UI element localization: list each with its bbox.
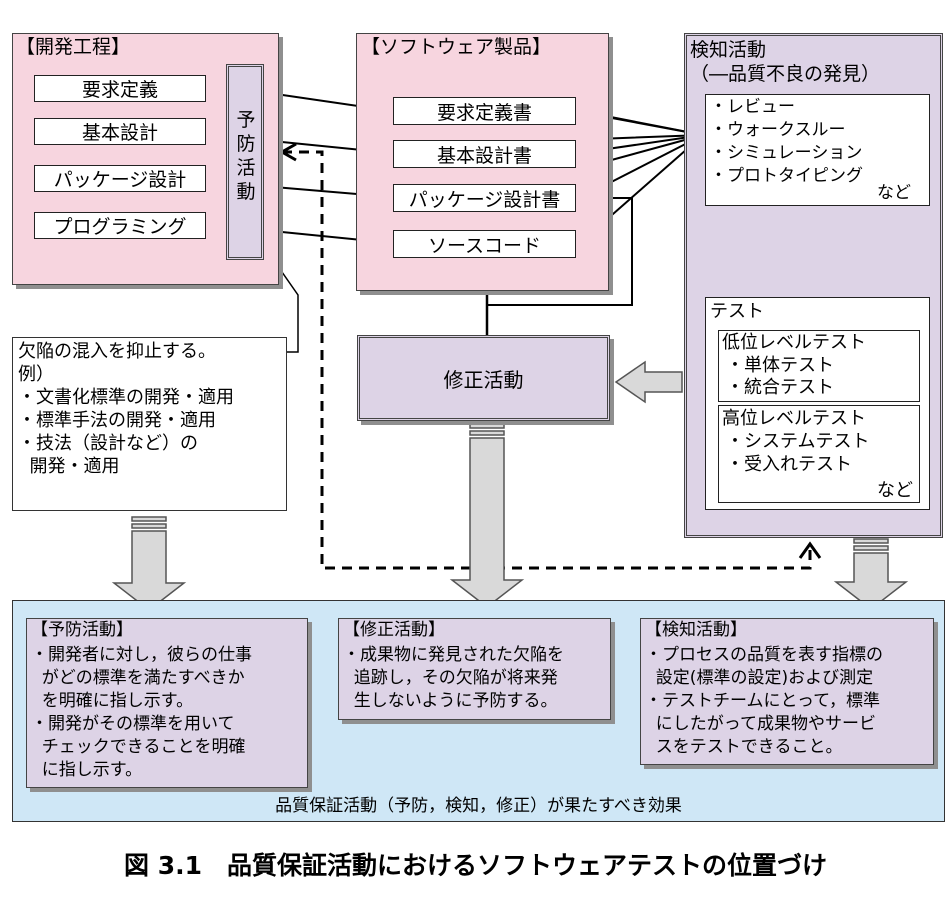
product-package-design-doc: パッケージ設計書: [393, 184, 576, 212]
low-level-test-title: 低位レベルテスト: [722, 332, 866, 353]
software-product-title: 【ソフトウェア製品】: [361, 36, 552, 58]
effect-line: 設定(標準の設定)および測定: [645, 668, 874, 688]
prevention-activity-box: [226, 64, 264, 260]
big-arrow-correction: [449, 423, 525, 608]
system-test: ・システムテスト: [726, 431, 870, 452]
effect-detection-text: ・プロセスの品質を表す指標の 設定(標準の設定)および測定 ・テストチームにとっ…: [645, 644, 883, 759]
integration-test: ・統合テスト: [726, 377, 834, 398]
process-package-design: パッケージ設計: [34, 165, 206, 192]
effect-prevention-title: 【予防活動】: [31, 620, 133, 640]
prevention-note-box: [12, 337, 287, 511]
note-line: ・技法（設計など）の: [18, 433, 198, 454]
review-methods-list: ・レビュー ・ウォークスルー ・シミュレーション ・プロトタイピング: [710, 96, 863, 188]
review-item: ・ウォークスルー: [710, 120, 846, 140]
effect-correction-title: 【修正活動】: [343, 620, 445, 640]
detection-activity-subtitle: （―品質不良の発見）: [690, 63, 881, 85]
low-level-test-box: [718, 330, 920, 402]
detection-activity-title: 検知活動: [690, 39, 767, 61]
note-line: 欠陥の混入を抑止する。: [18, 341, 216, 362]
big-arrow-detection: [833, 538, 909, 610]
effect-line: ・開発者に対し，彼らの仕事: [31, 645, 252, 665]
prevention-activity-label: 予防活動: [236, 109, 256, 203]
hollow-arrow-detection-to-correction: [614, 360, 683, 404]
prevention-note-text: 欠陥の混入を抑止する。 例） ・文書化標準の開発・適用 ・標準手法の開発・適用 …: [18, 340, 234, 478]
review-item: ・レビュー: [710, 97, 795, 117]
effect-detection-box: [640, 618, 934, 765]
line-correction-to-package-doc: [486, 197, 633, 335]
effect-line: がどの標準を満たすべきか: [31, 668, 245, 688]
review-methods-box: [705, 94, 930, 206]
note-line: 開発・適用: [18, 456, 120, 477]
test-etc: など: [877, 480, 913, 501]
effect-detection-title: 【検知活動】: [645, 620, 747, 640]
effect-prevention-text: ・開発者に対し，彼らの仕事 がどの標準を満たすべきか を明確に指し示す。 ・開発…: [31, 644, 252, 782]
effect-line: チェックできることを明確: [31, 737, 246, 757]
product-source-code: ソースコード: [393, 230, 576, 258]
process-requirements: 要求定義: [34, 75, 206, 102]
feedback-arrowhead-prevention: [278, 142, 297, 162]
effect-line: スをテストできること。: [645, 737, 843, 757]
effect-prevention-box: [26, 618, 308, 788]
effect-line: ・成果物に発見された欠陥を: [343, 645, 564, 665]
feedback-arrowhead-detection: [798, 541, 822, 559]
correction-activity-box: 修正活動: [357, 335, 610, 421]
development-process-title: 【開発工程】: [16, 36, 131, 58]
dashed-feedback-loop: [282, 150, 812, 570]
acceptance-test: ・受入れテスト: [726, 454, 852, 475]
review-etc: など: [877, 183, 911, 203]
process-basic-design: 基本設計: [34, 118, 206, 145]
effect-line: ・プロセスの品質を表す指標の: [645, 645, 883, 665]
callout-prevention-to-note: [267, 251, 299, 353]
effect-correction-text: ・成果物に発見された欠陥を 追跡し，その欠陥が将来発 生しないように予防する。: [343, 644, 564, 713]
test-title: テスト: [710, 301, 764, 322]
effect-line: ・開発がその標準を用いて: [31, 714, 235, 734]
high-level-test-title: 高位レベルテスト: [722, 408, 866, 429]
effect-line: にしたがって成果物やサービ: [645, 714, 876, 734]
effects-caption: 品質保証活動（予防，検知，修正）が果たすべき効果: [275, 796, 682, 816]
effect-line: 生しないように予防する。: [343, 691, 558, 711]
product-basic-design-doc: 基本設計書: [393, 140, 576, 168]
figure-caption: 図 3.1 品質保証活動におけるソフトウェアテストの位置づけ: [124, 851, 827, 880]
effect-line: ・テストチームにとって，標準: [645, 691, 880, 711]
effect-correction-box: [338, 618, 611, 720]
unit-test: ・単体テスト: [726, 355, 834, 376]
effect-line: に指し示す。: [31, 760, 143, 780]
review-item: ・プロトタイピング: [710, 166, 863, 186]
note-line: 例）: [18, 364, 54, 385]
effect-line: を明確に指し示す。: [31, 691, 194, 711]
process-programming: プログラミング: [34, 212, 206, 239]
product-requirements-doc: 要求定義書: [393, 97, 576, 125]
high-level-test-box: [718, 405, 920, 503]
effect-line: 追跡し，その欠陥が将来発: [343, 668, 558, 688]
big-arrow-prevention: [111, 516, 187, 611]
note-line: ・文書化標準の開発・適用: [18, 387, 234, 408]
review-item: ・シミュレーション: [710, 143, 863, 163]
note-line: ・標準手法の開発・適用: [18, 410, 216, 431]
